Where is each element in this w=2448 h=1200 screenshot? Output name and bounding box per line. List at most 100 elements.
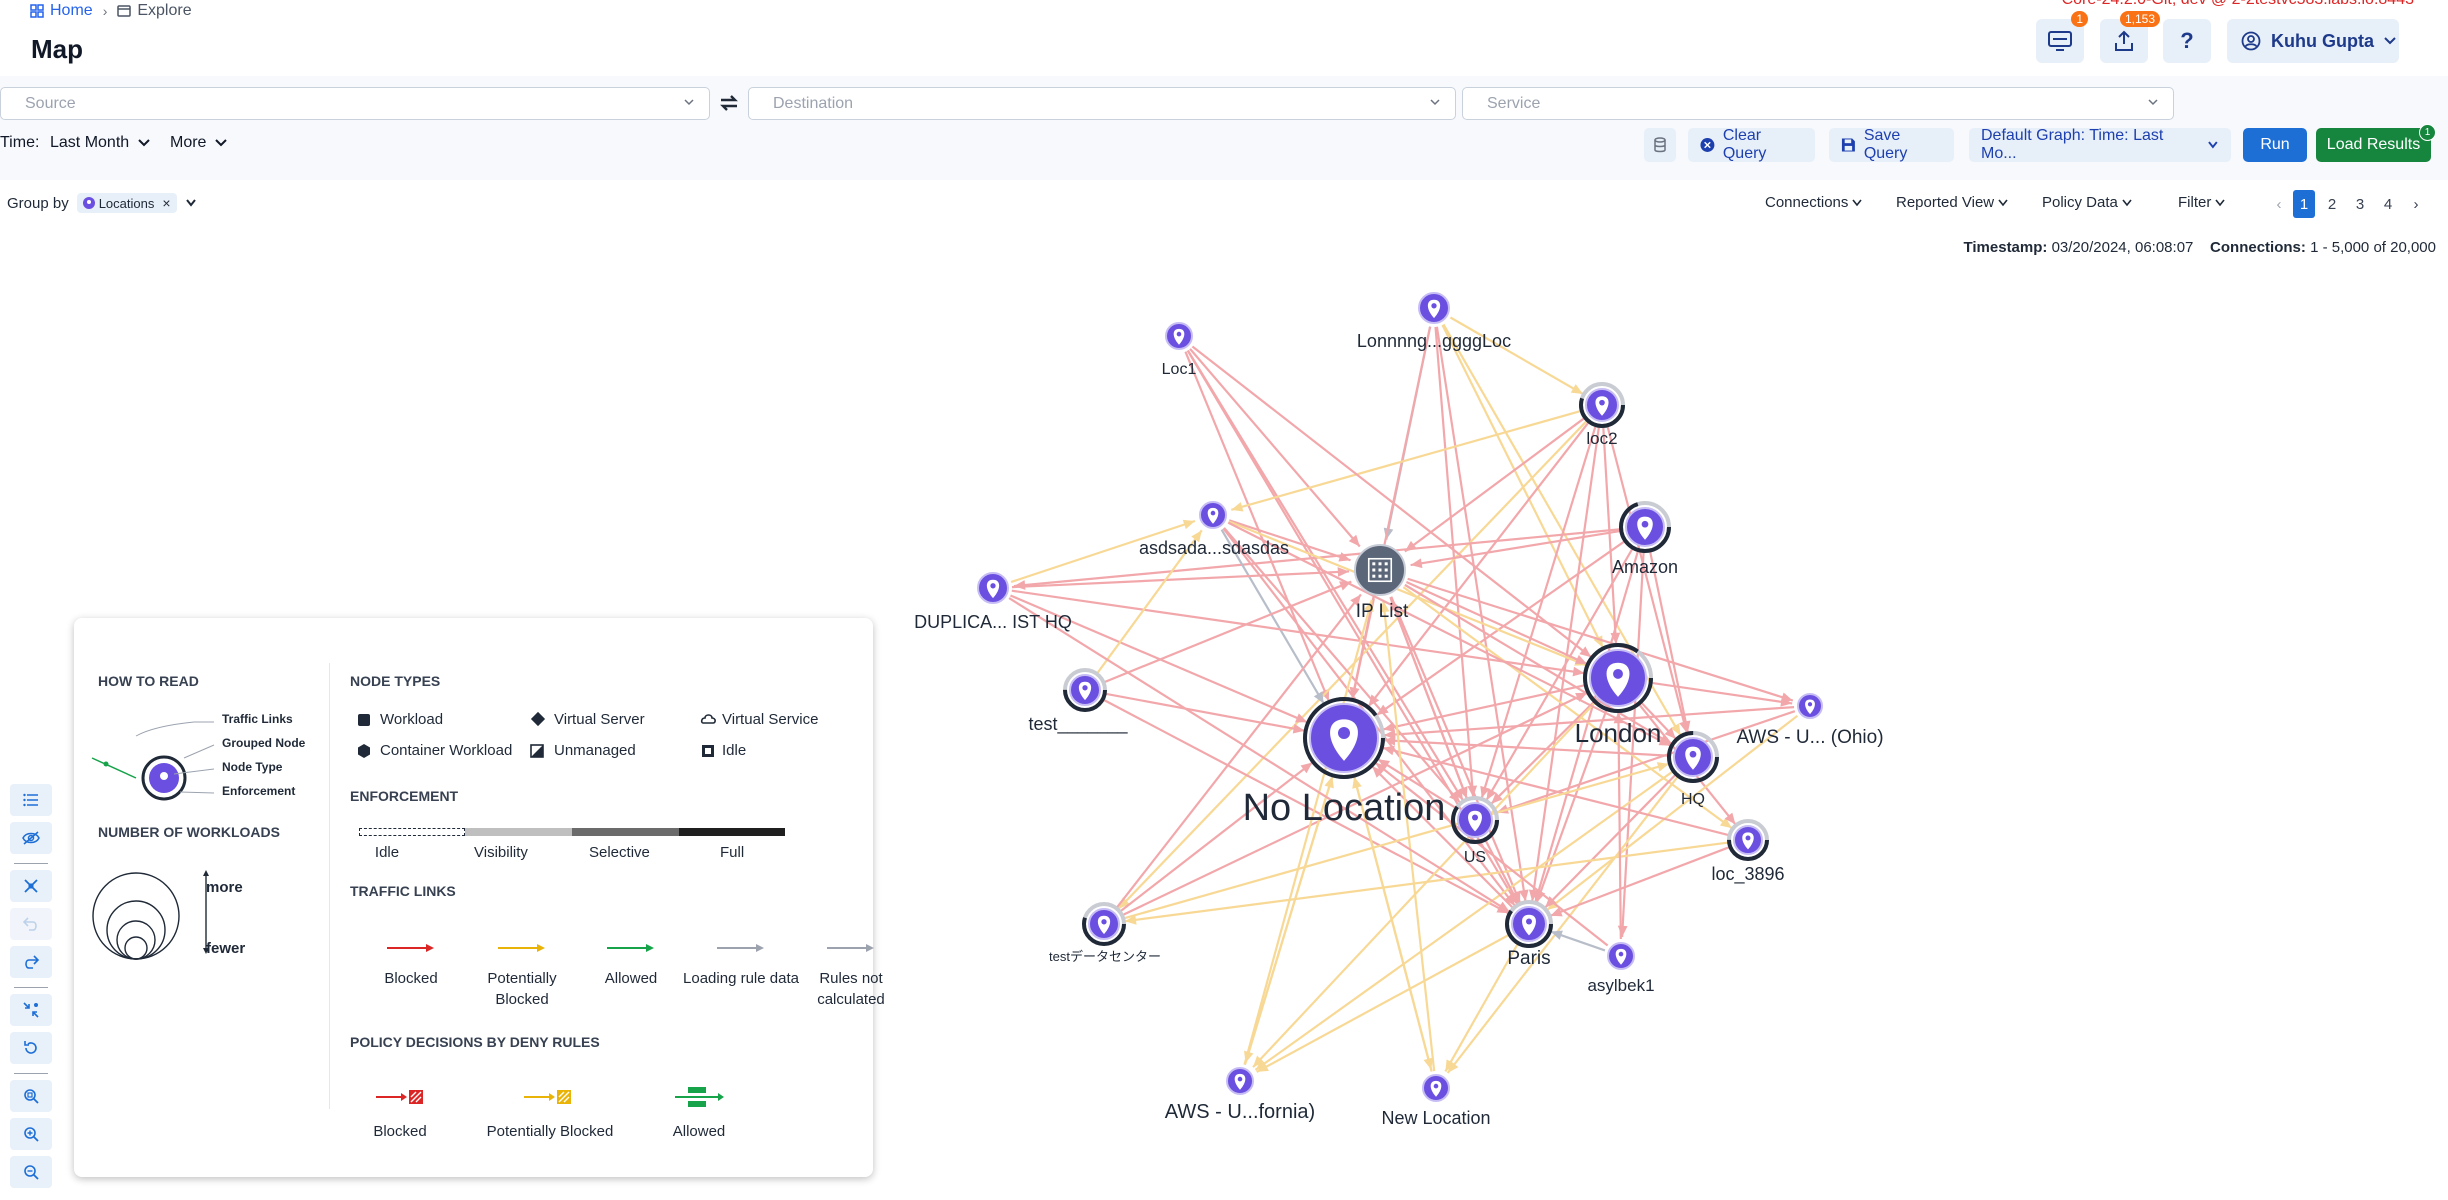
page-1[interactable]: 1 (2293, 190, 2315, 218)
graph-link[interactable] (1605, 424, 1688, 734)
expand-button[interactable] (10, 870, 52, 902)
policy-data-menu[interactable]: Policy Data (2042, 194, 2132, 211)
graph-link[interactable] (1256, 933, 1512, 1073)
page-prev-icon[interactable]: ‹ (2276, 195, 2282, 213)
graph-link[interactable] (1446, 774, 1680, 1074)
graph-node[interactable]: asylbek1 (1587, 942, 1655, 995)
graph-node[interactable]: No Location (1243, 697, 1446, 829)
graph-node[interactable]: New Location (1381, 1074, 1491, 1128)
graph-link[interactable] (1534, 548, 1640, 903)
graph-link[interactable] (1228, 520, 1587, 667)
graph-link[interactable] (1546, 714, 1799, 911)
graph-node[interactable]: HQ (1667, 731, 1719, 808)
more-dropdown[interactable]: More (170, 134, 228, 152)
graph-link[interactable] (1449, 316, 1584, 395)
graph-node[interactable]: Amazon (1612, 501, 1678, 577)
graph-link[interactable] (1095, 529, 1203, 676)
redo-button[interactable] (10, 946, 52, 978)
graph-link[interactable] (1010, 519, 1196, 584)
graph-link[interactable] (1602, 424, 1618, 645)
graph-node[interactable]: Paris (1505, 900, 1553, 969)
group-by-chip[interactable]: Locations × (76, 193, 177, 213)
graph-link[interactable] (1121, 762, 1670, 920)
page-4[interactable]: 4 (2383, 195, 2393, 213)
graph-link[interactable] (1102, 580, 1352, 684)
saved-queries-button[interactable] (1644, 128, 1676, 162)
graph-node[interactable]: asdsada...sdasdas (1139, 501, 1289, 558)
graph-node[interactable]: test_______ (1028, 668, 1129, 735)
graph-link[interactable] (1535, 707, 1609, 903)
graph-link[interactable] (1103, 692, 1305, 732)
graph-node[interactable]: AWS - U...fornia) (1165, 1067, 1315, 1123)
clear-query-button[interactable]: Clear Query (1688, 127, 1815, 162)
graph-link[interactable] (1114, 593, 1362, 910)
graph-link[interactable] (1444, 941, 1520, 1073)
graph-link[interactable] (1435, 326, 1527, 902)
graph-node[interactable]: Loc1 (1162, 322, 1197, 378)
graph-link[interactable] (1407, 577, 1794, 702)
graph-node[interactable]: US (1451, 796, 1499, 866)
page-2[interactable]: 2 (2327, 195, 2337, 213)
graph-node[interactable]: loc_3896 (1711, 819, 1785, 885)
graph-link[interactable] (1496, 710, 1796, 814)
graph-link[interactable] (1434, 326, 1475, 798)
graph-link[interactable] (1483, 838, 1520, 905)
graph-link[interactable] (1410, 529, 1623, 567)
page-next-icon[interactable]: › (2413, 195, 2419, 213)
graph-link[interactable] (1480, 423, 1598, 799)
graph-link[interactable] (1118, 761, 1314, 914)
zoom-out-button[interactable] (10, 1156, 52, 1188)
page-3[interactable]: 3 (2355, 195, 2365, 213)
time-range-dropdown[interactable]: Last Month (50, 134, 151, 152)
graph-link[interactable] (1383, 739, 1671, 757)
graph-link[interactable] (1252, 700, 1597, 1068)
graph-node[interactable]: testデータセンター (1049, 902, 1161, 964)
graph-link[interactable] (1227, 521, 1672, 747)
graph-link[interactable] (1404, 416, 1587, 553)
graph-link[interactable] (1389, 598, 1469, 801)
help-button[interactable]: ? (2163, 19, 2211, 63)
connections-menu[interactable]: Connections (1765, 194, 1863, 211)
zoom-fit-button[interactable] (10, 1080, 52, 1112)
graph-link[interactable] (1544, 772, 1678, 909)
reset-button[interactable] (10, 1032, 52, 1064)
service-select[interactable]: Service (1462, 87, 2174, 120)
graph-node[interactable]: London (1575, 643, 1662, 748)
graph-node[interactable]: IP List (1354, 544, 1409, 622)
load-results-button[interactable]: Load Results (2316, 128, 2431, 162)
graph-link[interactable] (1649, 681, 1793, 705)
notifications-button[interactable]: 1 (2036, 11, 2088, 63)
graph-link[interactable] (1490, 699, 1597, 805)
graph-link[interactable] (1011, 589, 1585, 675)
graph-node[interactable]: loc2 (1579, 382, 1625, 448)
run-button[interactable]: Run (2243, 128, 2307, 162)
zoom-in-button[interactable] (10, 1118, 52, 1150)
graph-link[interactable] (1011, 570, 1350, 589)
graph-link[interactable] (1376, 539, 1627, 716)
graph-link[interactable] (1371, 765, 1515, 910)
graph-link[interactable] (1402, 586, 1733, 830)
graph-link[interactable] (1377, 758, 1458, 810)
graph-link[interactable] (1382, 683, 1587, 731)
reported-view-menu[interactable]: Reported View (1896, 194, 2008, 211)
swap-button[interactable] (718, 92, 740, 119)
graph-node[interactable]: DUPLICA... IST HQ (914, 572, 1072, 632)
graph-link[interactable] (1184, 351, 1330, 702)
filter-menu[interactable]: Filter (2178, 194, 2225, 211)
graph-link[interactable] (1620, 549, 1645, 938)
source-select[interactable]: Source (0, 87, 710, 120)
graph-link[interactable] (1382, 600, 1436, 1072)
graph-link[interactable] (1101, 697, 1510, 915)
user-menu[interactable]: Kuhu Gupta (2227, 19, 2399, 63)
graph-link[interactable] (1120, 691, 1588, 917)
undo-button[interactable] (10, 908, 52, 940)
graph-link[interactable] (1244, 774, 1335, 1064)
graph-link[interactable] (1485, 546, 1635, 801)
graph-link[interactable] (1191, 345, 1592, 658)
graph-node[interactable]: Lonnnng...ggggLoc (1357, 292, 1511, 351)
destination-select[interactable]: Destination (748, 87, 1456, 120)
graph-link[interactable] (1254, 769, 1675, 1071)
layout-button[interactable] (10, 994, 52, 1026)
graph-link[interactable] (1186, 349, 1464, 801)
